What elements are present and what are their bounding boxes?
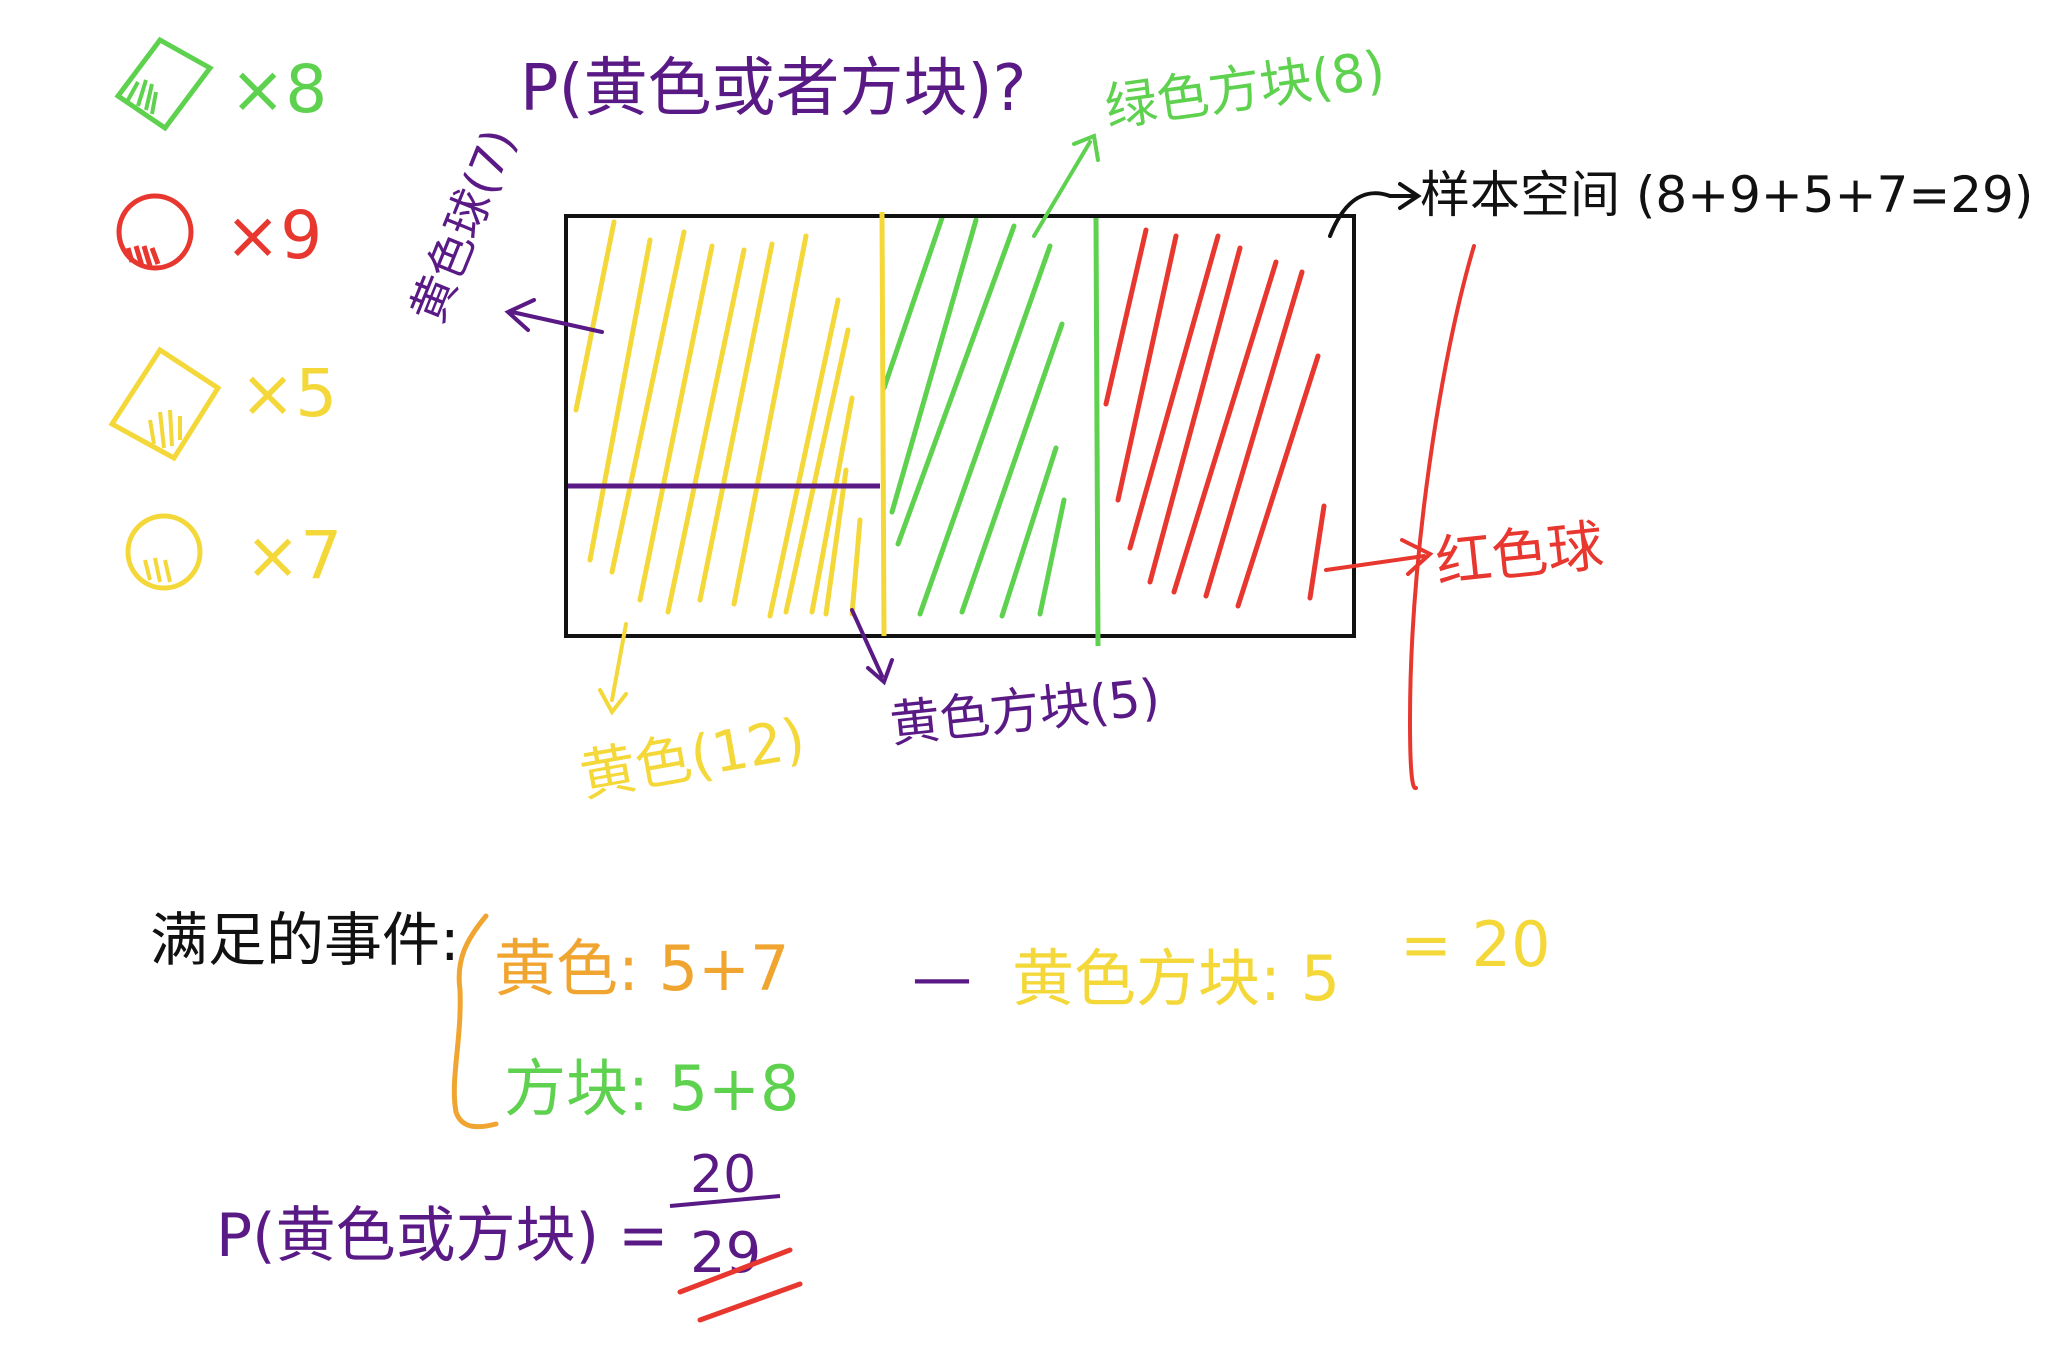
yellow-block-label: 黄色方块(5) [887, 668, 1162, 754]
green-diamond-hatch-icon [126, 79, 158, 115]
legend-red-ball: ×9 [116, 193, 322, 274]
green-diamond-icon [114, 36, 214, 132]
legend-yellow-ball: ×7 [125, 513, 342, 594]
legend-green-block: ×8 [114, 36, 327, 132]
events-minus: — [912, 943, 972, 1013]
answer-numerator: 20 [690, 1145, 756, 1205]
events-section: 满足的事件: 黄色: 5+7 方块: 5+8 — 黄色方块: 5 = 20 [150, 906, 1551, 1130]
red-hatching [1103, 227, 1327, 609]
events-block-line: 方块: 5+8 [504, 1052, 799, 1125]
yellow-total-label: 黄色(12) [575, 706, 810, 809]
arrow-yellow-ball [504, 298, 604, 334]
yellow-ball-label: 黄色球(7) [400, 122, 526, 331]
yellow-divider [879, 211, 887, 637]
red-underline-1 [677, 1247, 793, 1295]
legend-yellow-block: ×5 [108, 346, 337, 462]
events-title: 满足的事件: [150, 906, 460, 974]
question-title: P(黄色或者方块)? [520, 52, 1027, 126]
legend-yellow-block-count: ×5 [240, 355, 337, 432]
red-circle-icon [116, 193, 194, 271]
red-ball-label: 红色球 [1433, 514, 1607, 596]
red-bracket-line [1407, 244, 1476, 790]
events-result-line: = 20 [1400, 908, 1551, 981]
sample-space-frame [564, 214, 1356, 638]
green-divider [1093, 217, 1101, 647]
red-underline-2 [697, 1281, 803, 1323]
events-overlap-line: 黄色方块: 5 [1012, 942, 1340, 1015]
fraction-bar [669, 1194, 781, 1208]
arrow-green-blocks [1032, 133, 1100, 238]
yellow-circle-icon [125, 513, 203, 591]
green-hatching [881, 215, 1067, 619]
arrow-red-ball [1324, 538, 1434, 576]
yellow-diamond-hatch-icon [148, 409, 182, 449]
events-brace [451, 913, 499, 1130]
sample-space-label: 样本空间 (8+9+5+7=29) [1420, 166, 2033, 224]
green-blocks-label: 绿色方块(8) [1101, 40, 1388, 139]
legend-green-count: ×8 [230, 51, 327, 128]
sample-space-diagram [564, 211, 1356, 647]
yellow-diamond-icon [108, 346, 222, 462]
yellow-circle-hatch-icon [143, 557, 172, 583]
legend-yellow-ball-count: ×7 [245, 517, 342, 594]
legend: ×8 ×9 ×5 ×7 [108, 36, 342, 594]
yellow-hatching [573, 219, 863, 619]
arrow-yellow-total [598, 622, 628, 716]
events-yellow-line: 黄色: 5+7 [494, 932, 789, 1005]
legend-red-count: ×9 [225, 197, 322, 274]
red-circle-hatch-icon [125, 245, 161, 267]
answer-lhs: P(黄色或方块) = [216, 1201, 668, 1271]
arrow-sample-space [1328, 182, 1422, 238]
arrow-yellow-block [850, 608, 894, 686]
answer-section: P(黄色或方块) = 20 29 [216, 1145, 803, 1323]
